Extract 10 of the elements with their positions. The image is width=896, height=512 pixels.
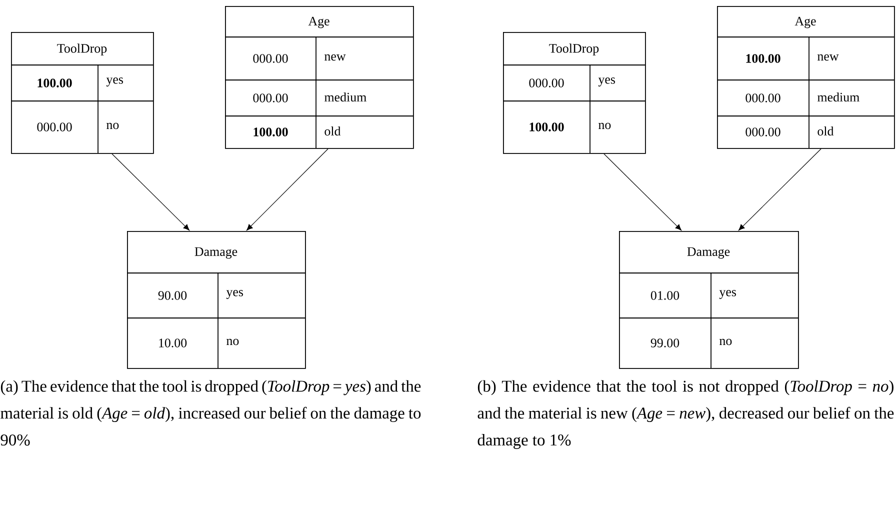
probability-table: Damage 01.00 yes 99.00 no — [618, 231, 799, 369]
probability-table: ToolDrop 000.00 yes 100.00 no — [502, 32, 646, 154]
arrow — [112, 154, 190, 231]
arrow — [604, 154, 682, 231]
probability-table: ToolDrop 100.00 yes 000.00 no — [10, 32, 154, 154]
arrow — [738, 148, 822, 231]
probability-table: Age 100.00 new 000.00 medium 000.00 old — [716, 6, 895, 149]
probability-table: Age 000.00 new 000.00 medium 100.00 old — [224, 6, 414, 149]
probability-table: Damage 90.00 yes 10.00 no — [126, 231, 306, 369]
arrow — [246, 148, 328, 231]
